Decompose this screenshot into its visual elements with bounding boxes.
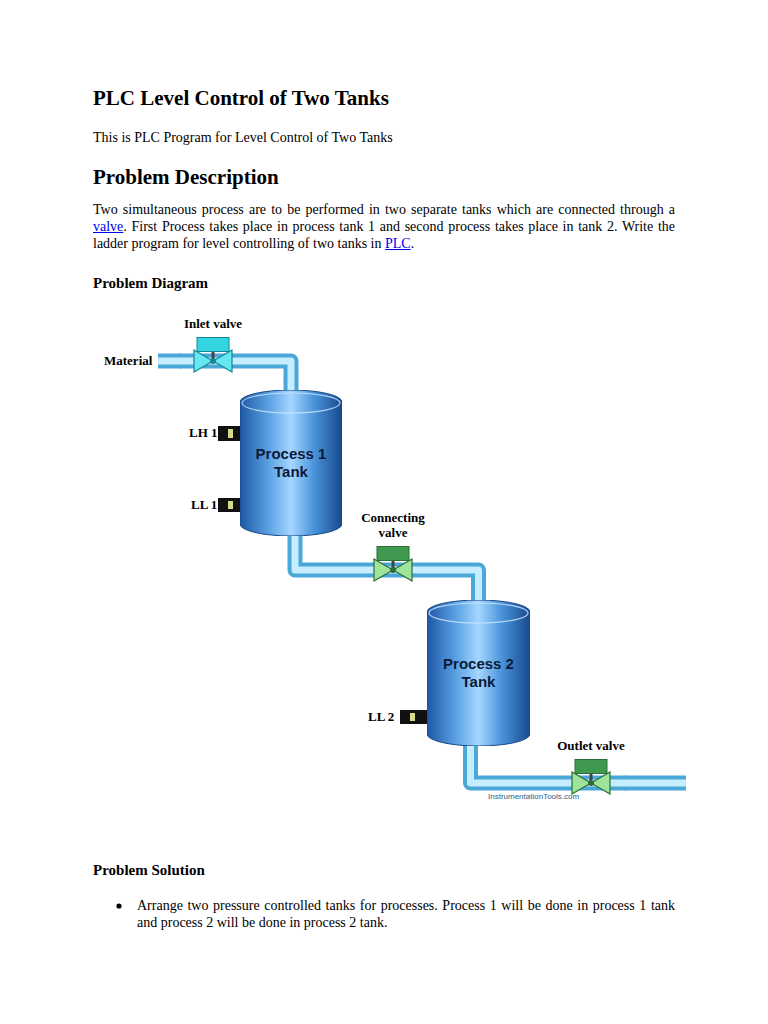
pipe-connector	[246, 361, 291, 390]
valve-actuator	[197, 338, 229, 352]
pipe	[295, 536, 358, 570]
material-pipe-highlight	[158, 358, 182, 365]
valve: Inlet valve	[180, 317, 246, 373]
valve-body	[194, 350, 232, 372]
paragraph-text: . First Process takes place in process t…	[93, 219, 675, 251]
valve: Connecting valve	[358, 511, 428, 582]
body-text: This is PLC Program for Level Control of…	[93, 129, 393, 146]
tank-text-box: Process 2 Tank	[427, 600, 530, 746]
process-tank: Process 1 Tank	[240, 390, 342, 536]
valve: Outlet valve	[555, 739, 627, 795]
pipe-highlight	[246, 361, 291, 390]
valve-label: Inlet valve	[180, 317, 246, 332]
valve-label: Outlet valve	[555, 739, 627, 754]
outlet-pipe-highlight	[625, 780, 686, 787]
level-sensor	[218, 498, 242, 512]
tank-name: Process 1 Tank	[251, 445, 331, 481]
pipe-connector	[428, 570, 479, 600]
diagram-label: LH 1	[189, 426, 218, 441]
section-heading: Problem Solution	[93, 861, 205, 879]
valve-hub	[588, 780, 594, 786]
pipe	[471, 746, 556, 783]
tank-body	[240, 390, 342, 536]
pipe-highlight	[295, 536, 358, 570]
valve-symbol	[358, 546, 428, 582]
diagram-label: LL 1	[191, 498, 217, 513]
pipe	[428, 570, 479, 600]
watermark: InstrumentationTools.com	[488, 793, 579, 801]
level-sensor	[218, 426, 242, 441]
tank-name: Process 2 Tank	[439, 655, 519, 691]
sensor-window	[410, 713, 415, 721]
tank-rim	[429, 603, 528, 623]
paragraph-text: .	[411, 236, 415, 251]
pipe-highlight	[428, 570, 479, 600]
bullet	[116, 903, 121, 908]
valve-label: Connecting valve	[358, 511, 428, 541]
process-tank: Process 2 Tank	[427, 600, 530, 746]
pipe-highlight	[471, 746, 556, 783]
paragraph-text: Two simultaneous process are to be perfo…	[93, 202, 675, 217]
valve-hub	[390, 567, 396, 573]
material-pipe	[158, 354, 182, 369]
valve-body	[572, 772, 610, 794]
diagram-label: LL 2	[368, 710, 394, 725]
valve-symbol	[180, 337, 246, 373]
page-title: PLC Level Control of Two Tanks	[93, 86, 389, 111]
pipe-highlight	[180, 358, 246, 365]
tank-body	[427, 600, 530, 746]
link-text: valve	[93, 219, 123, 234]
valve-actuator	[377, 547, 409, 561]
pipe-connector	[471, 746, 556, 783]
valve-hub	[210, 358, 216, 364]
pipe	[246, 361, 291, 390]
valve-body	[374, 559, 412, 581]
tank-text-box: Process 1 Tank	[240, 390, 342, 536]
pipe-highlight	[555, 780, 627, 787]
sensor-window	[228, 429, 233, 438]
pipe-highlight	[358, 567, 428, 574]
outlet-pipe	[625, 776, 686, 791]
diagram-label: Material	[104, 354, 152, 369]
body-text: Arrange two pressure controlled tanks fo…	[137, 897, 675, 931]
paragraph: Two simultaneous process are to be perfo…	[93, 201, 675, 252]
tank-rim	[242, 393, 340, 413]
pipe-connector	[295, 536, 358, 570]
section-heading: Problem Description	[93, 165, 279, 190]
sensor-window	[228, 501, 233, 509]
link-text: PLC	[385, 236, 411, 251]
section-heading: Problem Diagram	[93, 274, 208, 292]
valve-symbol	[555, 759, 627, 795]
valve-actuator	[575, 760, 607, 774]
level-sensor	[400, 710, 429, 724]
